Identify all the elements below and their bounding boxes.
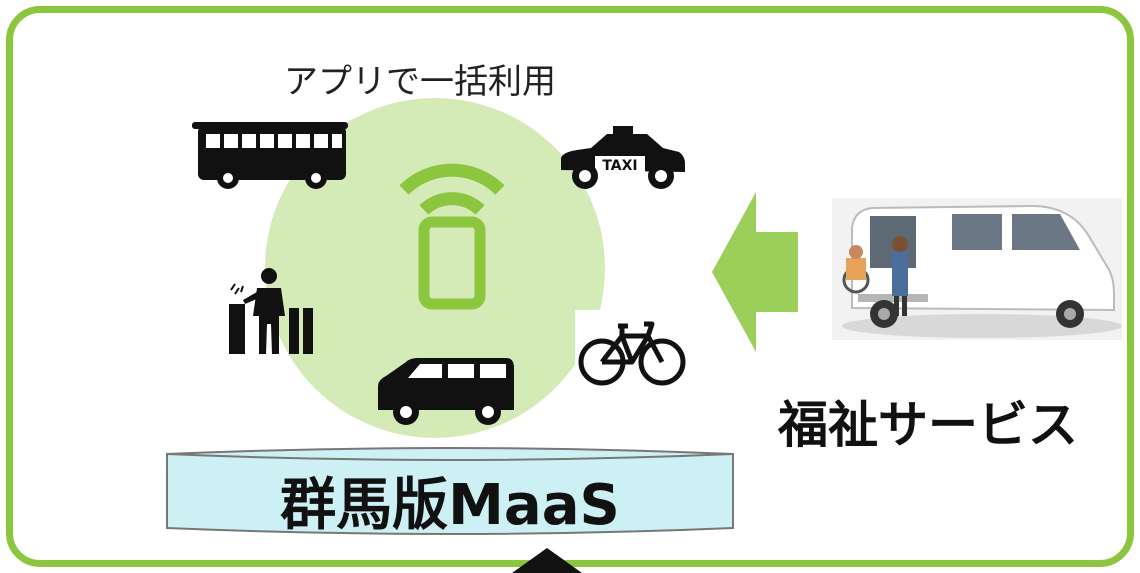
smartphone-wifi-icon [399, 163, 505, 310]
maas-platform-label: 群馬版MaaS [280, 473, 620, 538]
maas-platform: 群馬版MaaS [165, 444, 735, 538]
taxi-icon: TAXI [561, 126, 685, 189]
bicycle-icon [578, 321, 686, 386]
platform-cylinder-shape [166, 447, 734, 535]
bus-icon [192, 122, 348, 189]
app-tagline: アプリで一括利用 [284, 62, 556, 102]
ticket-gate-person-icon [229, 268, 313, 354]
welfare-service-label: 福祉サービス [778, 396, 1078, 454]
van-icon [378, 358, 514, 425]
left-arrow-icon [712, 192, 798, 352]
taxi-label: TAXI [602, 158, 637, 174]
welfare-van-photo [832, 198, 1122, 340]
up-arrow-icon [512, 548, 582, 573]
